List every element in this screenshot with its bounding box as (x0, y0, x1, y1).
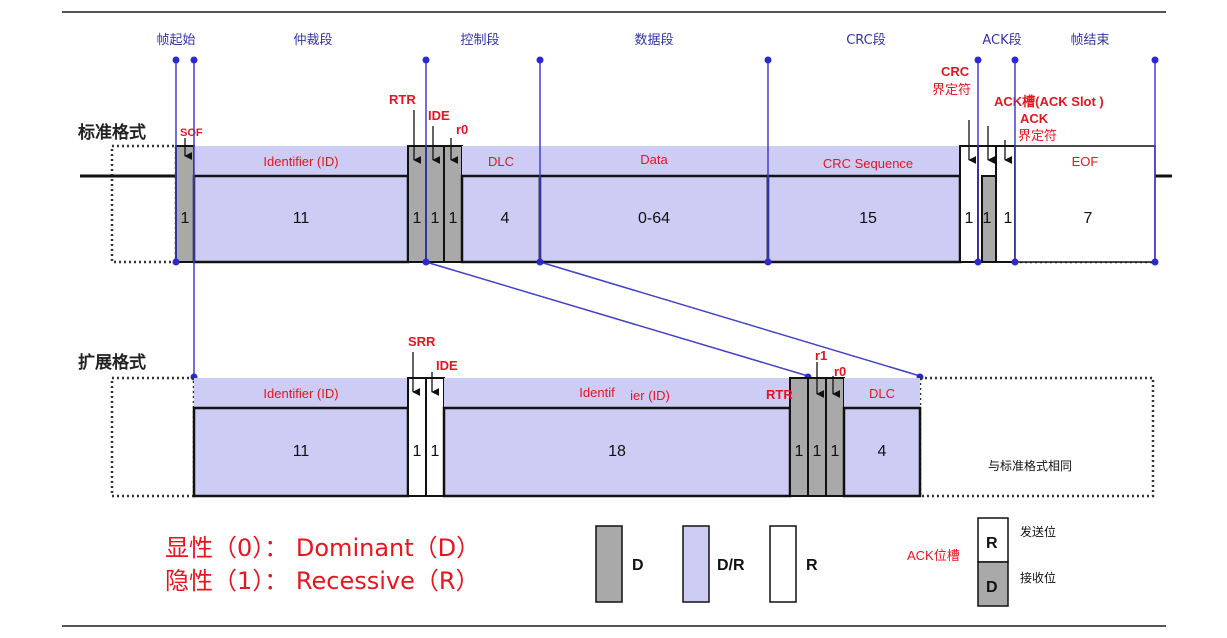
standard-ack-slot-label: ACK槽(ACK Slot ) (994, 94, 1104, 109)
extended-id-bits: 11 (293, 443, 310, 460)
extended-format-label: 扩展格式 (78, 352, 146, 373)
standard-r0-field (443, 145, 463, 263)
extended-dlc-name: DLC (869, 386, 895, 401)
standard-crc-upper (768, 146, 960, 176)
standard-ide-field (425, 145, 445, 263)
legend-label-recessive: R (806, 557, 818, 574)
section-boundaries (175, 60, 1156, 377)
legend-swatch-dominant-recessive (682, 525, 710, 603)
standard-crc-name: CRC Sequence (823, 156, 913, 171)
legend-label-dominant-recessive: D/R (717, 557, 745, 574)
extended-dlc-upper (844, 378, 920, 408)
standard-crc-delim-label-1: CRC (941, 64, 970, 79)
extended-ide-label: IDE (436, 358, 458, 373)
standard-id-upper (194, 146, 408, 176)
extended-id2-upper (444, 378, 790, 408)
standard-sof-field (175, 145, 195, 263)
extended-srr-label: SRR (408, 334, 436, 349)
extended-ide-field (425, 377, 445, 497)
header-control: 控制段 (460, 33, 499, 48)
extended-r1-label: r1 (815, 348, 827, 363)
boundary-dots (172, 56, 1159, 381)
legend-ack-send-text: 发送位 (1020, 524, 1056, 539)
standard-ack-slot-bits: 1 (983, 210, 992, 227)
extended-srr-bits: 1 (413, 443, 422, 460)
standard-crc-delim-bits: 1 (965, 210, 974, 227)
standard-dlc-upper (462, 146, 540, 176)
legend-ack-send-letter: R (986, 535, 998, 552)
legend-ack-send-box (977, 517, 1009, 563)
standard-ack-delim-label-1: ACK (1020, 111, 1049, 126)
extended-r0-label: r0 (834, 364, 846, 379)
legend-label-dominant: D (632, 557, 644, 574)
legend-recessive-text: 隐性（1）： Recessive（R） (165, 567, 480, 595)
extended-idle-left (110, 376, 196, 498)
extended-id2-bits: 18 (608, 443, 626, 460)
standard-eof-name: EOF (1072, 154, 1099, 169)
header-sof: 帧起始 (156, 33, 195, 48)
extended-tail-same (918, 376, 1155, 498)
standard-dlc-bits: 4 (501, 210, 510, 227)
extended-r0-field (825, 377, 845, 497)
standard-sof-label: SOF (180, 127, 203, 139)
standard-crc-bits: 15 (859, 210, 877, 227)
extended-dlc-field (842, 406, 922, 498)
header-ack: ACK段 (982, 33, 1021, 48)
extended-rtr-label: RTR (766, 387, 793, 402)
extended-r1-field (807, 377, 827, 497)
header-crc: CRC段 (846, 33, 886, 48)
standard-format-label: 标准格式 (78, 122, 146, 143)
standard-data-upper (540, 146, 768, 176)
legend-swatch-dominant (595, 525, 623, 603)
standard-id-name: Identifier (ID) (263, 154, 338, 169)
extended-id-upper (194, 378, 408, 408)
standard-rtr-field (407, 145, 427, 263)
standard-data-name: Data (640, 152, 668, 167)
standard-ack-delim-label-2: 界定符 (1018, 128, 1057, 143)
standard-idle-left (110, 144, 178, 264)
standard-eof-field (1014, 145, 1156, 263)
standard-r0-bits: 1 (449, 210, 458, 227)
legend-dominant-text: 显性（0）： Dominant（D） (165, 534, 480, 562)
legend-swatch-recessive (769, 525, 797, 603)
standard-ack-delim-bits: 1 (1004, 210, 1013, 227)
legend-ack-bit-slot: ACK位槽 (907, 548, 960, 563)
standard-ide-bits: 1 (431, 210, 440, 227)
standard-ack-delim-field (995, 145, 1016, 263)
standard-r0-label: r0 (456, 122, 468, 137)
extended-id2-field (442, 406, 792, 498)
standard-id-bits: 11 (293, 210, 310, 227)
header-eof: 帧结束 (1070, 33, 1109, 48)
extended-id-name: Identifier (ID) (263, 386, 338, 401)
extended-ide-bits: 1 (431, 443, 440, 460)
standard-rtr-bits: 1 (413, 210, 422, 227)
extended-same-as-standard: 与标准格式相同 (988, 458, 1072, 473)
legend-ack-recv-text: 接收位 (1020, 570, 1056, 585)
standard-eof-bits: 7 (1084, 210, 1093, 227)
standard-crc-delim-label-2: 界定符 (932, 82, 971, 97)
extended-r0-bits: 1 (831, 443, 840, 460)
extended-id2-name-a: Identif (579, 385, 615, 400)
extended-srr-field (407, 377, 427, 497)
legend-ack-recv-box (977, 561, 1009, 607)
standard-data-bits: 0-64 (638, 210, 670, 227)
standard-ide-label: IDE (428, 108, 450, 123)
extended-rtr-bits: 1 (795, 443, 804, 460)
extended-id2-name-b: ier (ID) (630, 388, 670, 403)
standard-dlc-name: DLC (488, 154, 514, 169)
extended-dlc-bits: 4 (878, 443, 887, 460)
standard-sof-bits: 1 (181, 210, 190, 227)
header-data: 数据段 (634, 33, 673, 48)
standard-rtr-label: RTR (389, 92, 416, 107)
legend-ack-recv-letter: D (986, 579, 998, 596)
header-arbitration: 仲裁段 (293, 32, 332, 48)
extended-r1-bits: 1 (813, 443, 822, 460)
standard-crc-field (766, 174, 962, 264)
extended-id-field (192, 406, 410, 498)
standard-crc-delim-field (959, 145, 979, 263)
